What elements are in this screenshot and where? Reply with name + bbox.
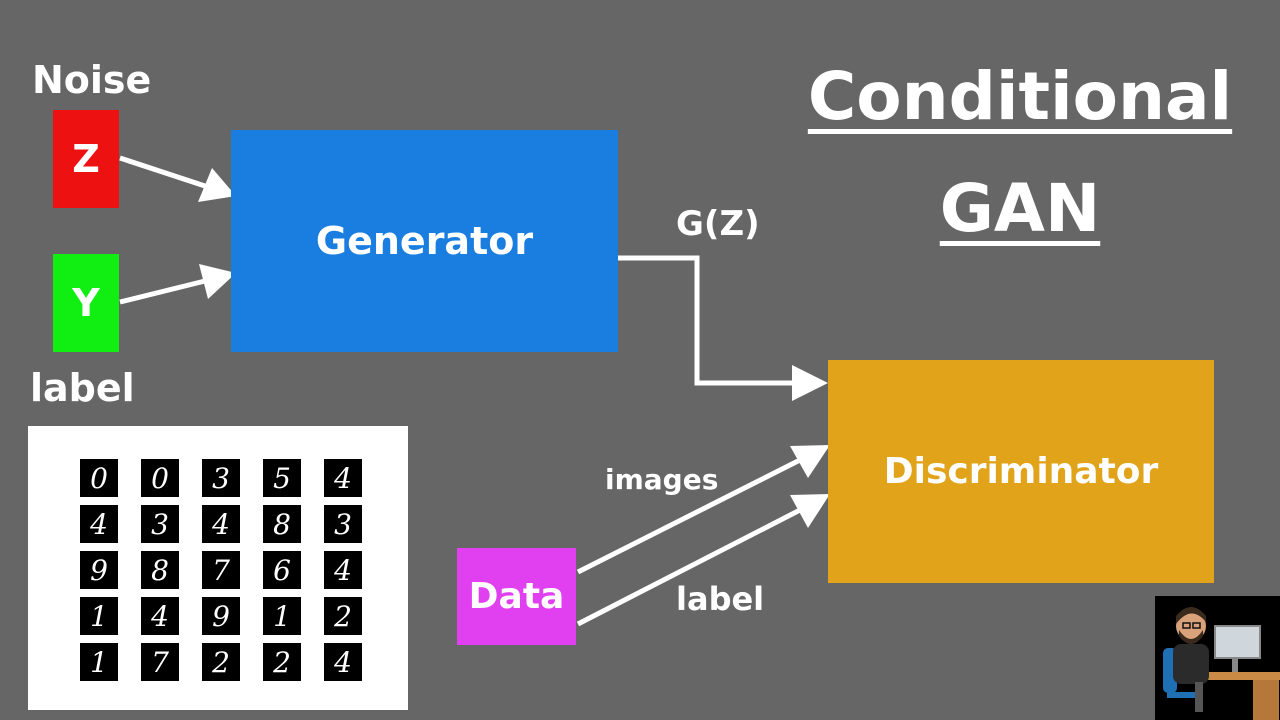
sample-digit: 6 (263, 551, 301, 589)
label-edge-label: label (676, 580, 765, 618)
sample-digit: 4 (324, 551, 362, 589)
arrow-data-label (576, 507, 802, 627)
sample-digit: 1 (80, 643, 118, 681)
label-y-box: Y (53, 254, 119, 352)
sample-digit: 3 (324, 505, 362, 543)
arrow-data-images (576, 457, 802, 575)
sample-digit: 8 (263, 505, 301, 543)
arrowhead-label (790, 494, 830, 528)
generator-output-label: G(Z) (676, 204, 760, 244)
noise-z-box: Z (53, 110, 119, 208)
arrow-generator-to-discriminator (618, 255, 795, 386)
sample-digit: 9 (80, 551, 118, 589)
data-block: Data (457, 548, 576, 645)
sample-digit: 4 (202, 505, 240, 543)
sample-digit: 3 (141, 505, 179, 543)
sample-digit: 1 (80, 597, 118, 635)
title-line-2: GAN (939, 170, 1101, 247)
sample-digit: 7 (141, 643, 179, 681)
sample-digit: 9 (202, 597, 240, 635)
label-caption: label (30, 366, 135, 410)
sample-digit: 2 (263, 643, 301, 681)
title-line-1: Conditional (807, 58, 1233, 135)
discriminator-block: Discriminator (828, 360, 1214, 583)
sample-digit: 8 (141, 551, 179, 589)
sample-digit: 2 (324, 597, 362, 635)
arrowhead-images (790, 445, 830, 478)
sample-digit: 1 (263, 597, 301, 635)
arrowhead-gz (792, 365, 828, 401)
arrowhead-y (199, 264, 236, 299)
sample-digit: 3 (202, 459, 240, 497)
sample-digit: 7 (202, 551, 240, 589)
noise-label: Noise (32, 58, 152, 102)
sample-digit: 0 (141, 459, 179, 497)
sample-digit: 4 (80, 505, 118, 543)
presenter-avatar (1155, 596, 1280, 720)
sample-digit: 5 (263, 459, 301, 497)
sample-digit: 4 (324, 643, 362, 681)
images-edge-label: images (605, 463, 719, 496)
sample-digit: 0 (80, 459, 118, 497)
sample-digit: 4 (324, 459, 362, 497)
sample-digit: 4 (141, 597, 179, 635)
arrowhead-z (198, 168, 236, 202)
avatar-illustration (1155, 596, 1280, 720)
arrow-z-to-generator (119, 155, 206, 189)
arrow-y-to-generator (119, 278, 206, 305)
sample-digit: 2 (202, 643, 240, 681)
generator-block: Generator (231, 130, 618, 352)
